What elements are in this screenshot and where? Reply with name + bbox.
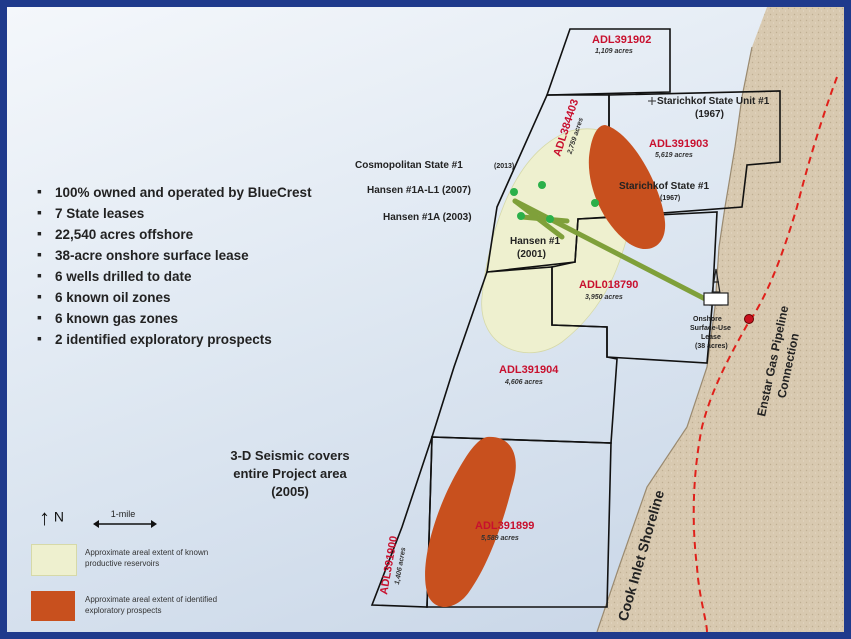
well-label-starichkof-unit: Starichkof State Unit #1 [657, 96, 770, 107]
well-hansen-1 [546, 215, 554, 223]
fact-item: 38-acre onshore surface lease [37, 247, 325, 263]
well-starichkof-state [591, 199, 599, 207]
fact-item: 7 State leases [37, 205, 325, 221]
scale-bar-icon [93, 520, 157, 528]
north-arrow-icon: ↑ [39, 505, 50, 530]
well-label-hansen-1-year: (2001) [517, 249, 546, 260]
legend-text-productive: Approximate areal extent of known produc… [85, 548, 209, 568]
lease-map: ADL391902 1,109 acres ADL384403 2,759 ac… [355, 7, 844, 632]
well-label-starichkof-state: Starichkof State #1 [619, 181, 709, 192]
project-facts-list: 100% owned and operated by BlueCrest 7 S… [37, 184, 325, 353]
onshore-land [597, 7, 844, 632]
enstar-gas-pipeline [692, 76, 838, 632]
lease-label-adl391903: ADL391903 [649, 138, 708, 150]
lease-label-adl391902: ADL391902 [592, 34, 651, 46]
prospect-south [425, 436, 516, 607]
fact-item: 22,540 acres offshore [37, 226, 325, 242]
fact-item: 6 known oil zones [37, 289, 325, 305]
well-hansen-1a-l1 [510, 188, 518, 196]
lease-acres-adl018790: 3,950 acres [585, 294, 623, 301]
well-label-hansen-1a-l1: Hansen #1A-L1 (2007) [367, 185, 471, 196]
shoreline [596, 46, 753, 632]
lease-acres-adl391902: 1,109 acres [595, 48, 633, 55]
well-path-hansen-a [519, 214, 570, 224]
fact-item: 6 known gas zones [37, 310, 325, 326]
lease-acres-adl391904: 4,606 acres [504, 379, 543, 386]
north-label: N [53, 508, 65, 525]
fact-item: 6 wells drilled to date [37, 268, 325, 284]
derrick-icon [703, 268, 729, 306]
fact-item: 100% owned and operated by BlueCrest [37, 184, 325, 200]
onshore-label-4: (38 acres) [695, 343, 728, 350]
well-label-cosmopolitan: Cosmopolitan State #1 [355, 160, 463, 171]
well-label-starichkof-unit-year: (1967) [695, 109, 724, 120]
well-label-hansen-1a: Hansen #1A (2003) [383, 212, 472, 223]
north-arrow: ↑ N [39, 505, 64, 531]
well-markers [510, 181, 599, 223]
lease-boundary-adl391902 [545, 28, 671, 96]
lease-label-adl391899: ADL391899 [475, 520, 534, 532]
legend-swatch-productive [31, 544, 77, 576]
fact-item: 2 identified exploratory prospects [37, 331, 325, 347]
well-label-cosmopolitan-year: (2013) [494, 163, 514, 170]
lease-acres-adl391903: 5,619 acres [655, 152, 693, 159]
prospect-north [588, 125, 666, 250]
seismic-note: 3-D Seismic covers entire Project area (… [230, 448, 350, 499]
well-label-starichkof-state-year: (1967) [660, 195, 680, 202]
well-starichkof-unit-marker [648, 97, 656, 105]
lease-boundary-adl391904 [430, 266, 618, 444]
onshore-label-2: Surface-Use [690, 325, 731, 332]
well-hansen-1a [517, 212, 525, 220]
scale-bar: 1-mile [93, 509, 157, 529]
well-cosmopolitan [538, 181, 546, 189]
lease-label-adl018790: ADL018790 [579, 279, 638, 291]
lease-acres-adl391899: 5,589 acres [481, 535, 519, 542]
onshore-label-1: Onshore [693, 316, 722, 323]
lease-label-adl391904: ADL391904 [499, 364, 559, 376]
legend-text-prospects: Approximate areal extent of identified e… [85, 595, 218, 615]
pipeline-connection-marker [744, 314, 754, 324]
legend-swatch-prospects [31, 591, 75, 621]
onshore-label-3: Lease [701, 334, 721, 341]
well-label-hansen-1: Hansen #1 [510, 236, 560, 247]
scale-label: 1-mile [110, 509, 136, 519]
